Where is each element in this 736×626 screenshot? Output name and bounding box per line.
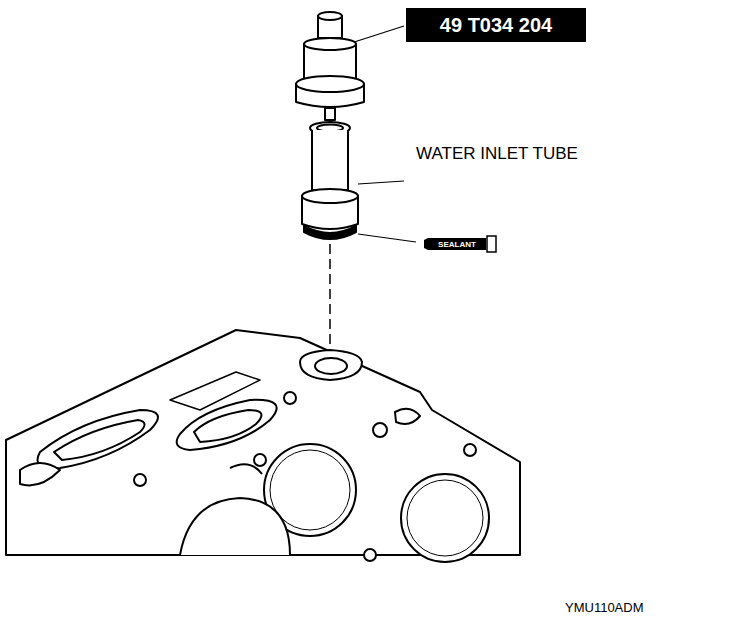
figure-code: YMU110ADM: [565, 600, 644, 615]
tool-number: 49 T034 204: [440, 14, 552, 37]
tool-number-box: 49 T034 204: [406, 8, 586, 42]
sealant-text: SEALANT: [438, 240, 476, 249]
sealant-tube: SEALANT: [420, 234, 498, 254]
part-label: WATER INLET TUBE: [416, 144, 578, 164]
